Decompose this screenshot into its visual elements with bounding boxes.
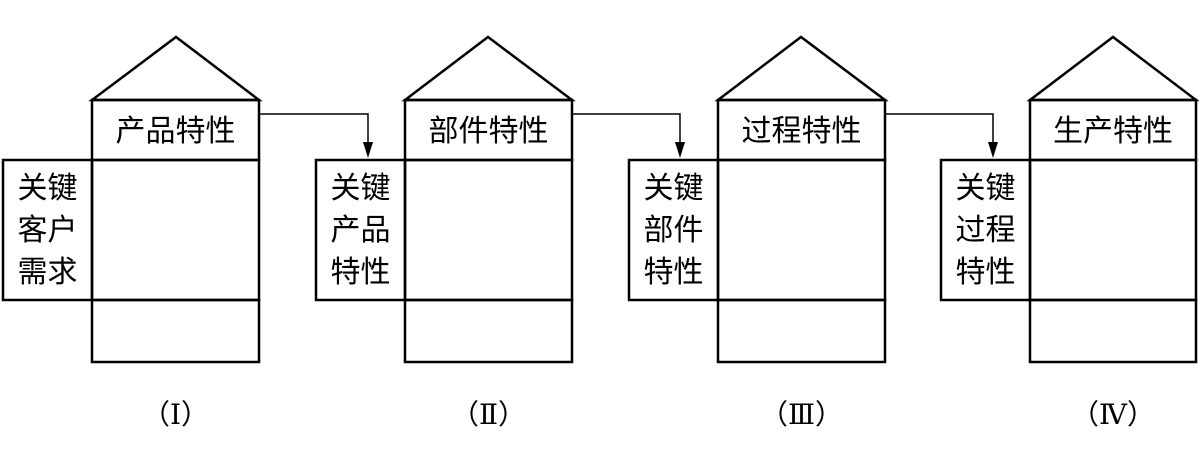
house-2-roof bbox=[401, 35, 576, 102]
house-4-side-line-3: 特性 bbox=[956, 255, 1016, 290]
house-2-side-box bbox=[314, 158, 407, 302]
house-2-bottom-cell bbox=[403, 298, 574, 364]
house-3-side-line-1: 关键 bbox=[644, 171, 704, 206]
stage-3-caption: （Ⅲ） bbox=[760, 398, 843, 431]
house-3-matrix bbox=[716, 158, 887, 302]
house-1-top-label: 产品特性 bbox=[116, 114, 236, 149]
house-2-side-line-1: 关键 bbox=[331, 171, 391, 206]
house-1-side-line-2: 客户 bbox=[18, 213, 78, 248]
house-3-bottom-cell bbox=[716, 298, 887, 364]
arrowhead-2-3 bbox=[675, 142, 685, 158]
house-4-side-line-2: 过程 bbox=[956, 213, 1016, 248]
house-4-roof bbox=[1026, 35, 1199, 102]
house-3-side-box bbox=[627, 158, 720, 302]
stage-1-caption: （Ⅰ） bbox=[142, 398, 209, 431]
connector-2-3 bbox=[572, 113, 681, 144]
house-4-side-line-1: 关键 bbox=[956, 171, 1016, 206]
house-3-side-line-2: 部件 bbox=[644, 213, 704, 248]
house-3-top-label: 过程特性 bbox=[742, 114, 862, 149]
house-1 bbox=[1, 35, 263, 364]
house-1-side-line-3: 需求 bbox=[18, 255, 78, 290]
house-3-side-line-3: 特性 bbox=[644, 255, 704, 290]
house-1-side-line-1: 关键 bbox=[18, 171, 78, 206]
stage-4-caption: （Ⅳ） bbox=[1071, 398, 1155, 431]
house-2-side-line-3: 特性 bbox=[331, 255, 391, 290]
house-1-matrix bbox=[90, 158, 261, 302]
house-2-top-label: 部件特性 bbox=[429, 114, 549, 149]
house-1-bottom-cell bbox=[90, 298, 261, 364]
house-4-side-box bbox=[939, 158, 1032, 302]
house-4-bottom-cell bbox=[1028, 298, 1198, 364]
arrowhead-3-4 bbox=[988, 142, 998, 158]
house-2-side-line-2: 产品 bbox=[331, 213, 391, 248]
house-2-matrix bbox=[403, 158, 574, 302]
connector-1-2 bbox=[259, 113, 369, 144]
house-2 bbox=[314, 35, 576, 364]
house-3-roof bbox=[714, 35, 889, 102]
house-3 bbox=[627, 35, 889, 364]
house-4-top-label: 生产特性 bbox=[1053, 114, 1173, 149]
arrowhead-1-2 bbox=[363, 142, 373, 158]
house-4-matrix bbox=[1028, 158, 1198, 302]
stage-2-caption: （Ⅱ） bbox=[451, 398, 526, 431]
house-1-side-box bbox=[1, 158, 94, 302]
connector-3-4 bbox=[885, 113, 994, 144]
house-1-roof bbox=[88, 35, 263, 102]
house-4 bbox=[939, 35, 1199, 364]
